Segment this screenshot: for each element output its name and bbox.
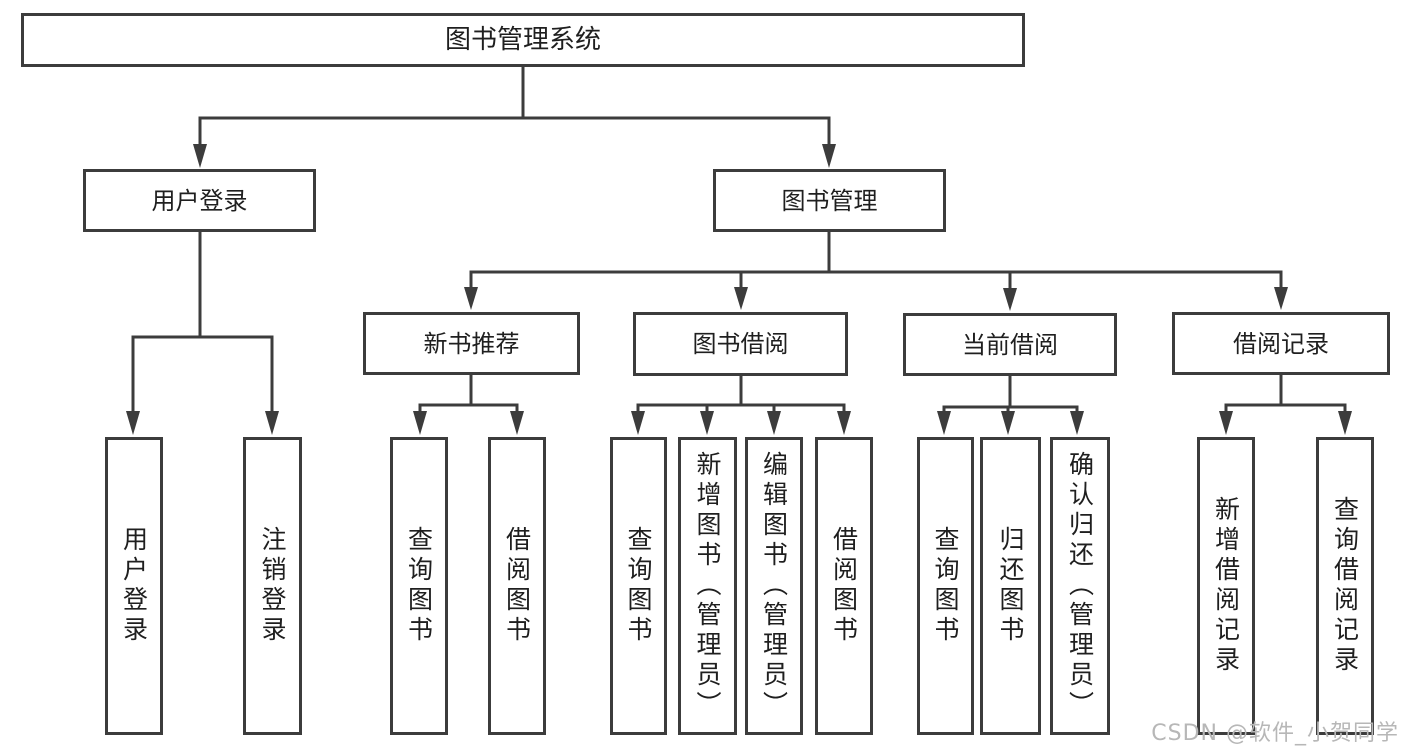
leaf-query-books-recommend: 查询图书 xyxy=(390,437,448,735)
leaf-borrow-books-recommend-label: 借阅图书 xyxy=(502,526,532,646)
leaf-add-borrow-record-label: 新增借阅记录 xyxy=(1211,496,1241,676)
leaf-borrow-books-label: 借阅图书 xyxy=(829,526,859,646)
node-current-borrow: 当前借阅 xyxy=(903,313,1117,376)
leaf-query-borrow-record-label: 查询借阅记录 xyxy=(1330,496,1360,676)
node-library-system-label: 图书管理系统 xyxy=(444,25,601,55)
node-book-borrow-label: 图书借阅 xyxy=(692,330,789,358)
leaf-add-borrow-record: 新增借阅记录 xyxy=(1197,437,1255,735)
leaf-edit-books-admin: 编辑图书（管理员） xyxy=(745,437,803,735)
leaf-return-books: 归还图书 xyxy=(980,437,1041,735)
node-book-management-label: 图书管理 xyxy=(781,186,878,215)
node-book-borrow: 图书借阅 xyxy=(633,312,848,376)
leaf-edit-books-admin-label: 编辑图书（管理员） xyxy=(759,451,789,721)
node-user-login-label: 用户登录 xyxy=(151,186,248,215)
leaf-confirm-return-admin-label: 确认归还（管理员） xyxy=(1065,451,1095,721)
leaf-query-books-borrow: 查询图书 xyxy=(610,437,667,735)
leaf-borrow-books-recommend: 借阅图书 xyxy=(488,437,546,735)
leaf-query-books-current-label: 查询图书 xyxy=(931,526,960,646)
leaf-query-books-borrow-label: 查询图书 xyxy=(624,526,653,646)
leaf-logout: 注销登录 xyxy=(243,437,302,735)
node-new-book-recommend-label: 新书推荐 xyxy=(423,329,520,358)
leaf-query-books-recommend-label: 查询图书 xyxy=(404,526,434,646)
node-new-book-recommend: 新书推荐 xyxy=(363,312,580,375)
leaf-add-books-admin: 新增图书（管理员） xyxy=(678,437,737,735)
node-borrow-records-label: 借阅记录 xyxy=(1233,329,1329,358)
node-borrow-records: 借阅记录 xyxy=(1172,312,1390,375)
leaf-logout-label: 注销登录 xyxy=(258,526,287,646)
node-user-login: 用户登录 xyxy=(83,169,316,232)
leaf-query-borrow-record: 查询借阅记录 xyxy=(1316,437,1374,735)
leaf-borrow-books: 借阅图书 xyxy=(815,437,873,735)
csdn-watermark: CSDN @软件_小贺同学 xyxy=(1151,721,1399,746)
node-library-system: 图书管理系统 xyxy=(21,13,1025,67)
leaf-user-login-label: 用户登录 xyxy=(119,526,149,646)
node-book-management: 图书管理 xyxy=(713,169,946,232)
leaf-query-books-current: 查询图书 xyxy=(917,437,974,735)
leaf-return-books-label: 归还图书 xyxy=(996,526,1025,646)
leaf-user-login: 用户登录 xyxy=(105,437,163,735)
leaf-confirm-return-admin: 确认归还（管理员） xyxy=(1050,437,1110,735)
leaf-add-books-admin-label: 新增图书（管理员） xyxy=(693,451,722,721)
node-current-borrow-label: 当前借阅 xyxy=(962,330,1058,359)
